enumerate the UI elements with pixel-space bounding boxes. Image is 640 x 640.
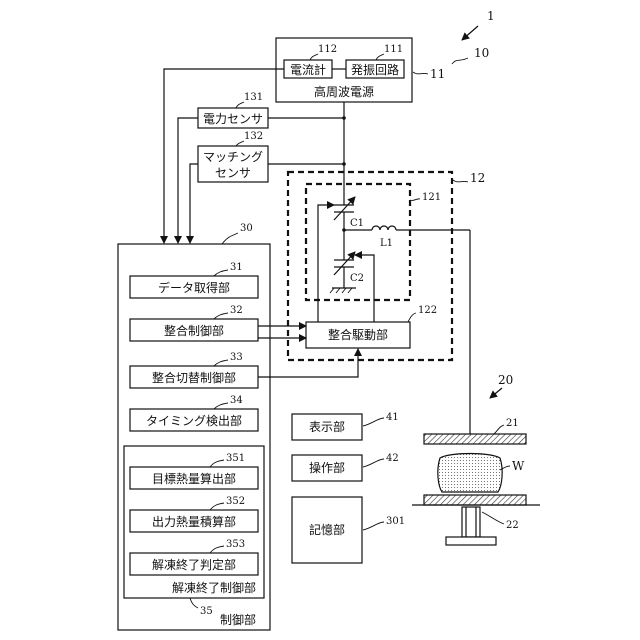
matching-control-label: 整合制御部 [164,323,224,338]
matching-circuit-ref: 121 [422,192,441,203]
data-acquisition-ref: 31 [230,262,243,273]
system-ref-arrow [462,26,478,40]
display-label: 表示部 [309,419,345,434]
target-heat-ref: 351 [226,453,245,464]
matching-control-ref: 32 [230,305,243,316]
timing-detection-label: タイミング検出部 [146,413,242,428]
storage-label: 記憶部 [309,522,345,537]
lower-electrode [424,495,526,505]
thaw-end-judgment-ref: 353 [226,539,245,550]
upper-electrode [424,434,526,444]
lower-electrode-ref: 22 [506,520,519,531]
matching-sensor-leader [236,141,244,146]
system-ref-label: 1 [487,9,495,23]
matching-sensor-label-2: センサ [215,166,251,180]
oscillator-label: 発振回路 [351,62,399,77]
output-heat-label: 出力熱量積算部 [152,514,236,529]
matching-sensor-label-1: マッチング [203,150,263,164]
workpiece [438,454,502,493]
display-ref: 41 [386,412,399,423]
power-supply-leader [413,72,428,74]
controller-ref: 30 [240,223,253,234]
electrode-base-plate [446,537,496,545]
operation-leader [363,459,384,467]
upper-electrode-ref: 21 [506,418,519,429]
operation-ref: 42 [386,453,399,464]
storage-ref: 301 [386,516,405,527]
c2-label: C2 [350,273,364,284]
heating-unit-arrow [490,388,502,398]
c1-drive-line [318,205,334,322]
upper-electrode-leader [494,425,504,434]
ammeter-label: 電流計 [290,62,326,77]
lower-electrode-leader [482,512,504,524]
timing-detection-ref: 34 [230,395,243,406]
matching-switch-ref: 33 [230,352,243,363]
display-leader [363,418,384,426]
junction-dot [342,162,346,166]
ground-hatch [342,288,346,293]
target-heat-label: 目標熱量算出部 [152,471,236,486]
ground-hatch [330,288,334,293]
l1-label: L1 [380,238,393,249]
switch-to-driver-arrow [258,349,358,377]
matching-switch-label: 整合切替制御部 [152,370,236,385]
ref-10-label: 10 [474,46,489,60]
electrode-stand [462,507,480,537]
ammeter-ref: 112 [318,44,337,55]
power-sensor-leader [236,102,244,108]
matching-circuit-leader [410,199,420,201]
c2-drive-line [355,255,374,322]
operation-label: 操作部 [309,460,345,475]
oscillator-ref: 111 [384,44,403,55]
thaw-end-control-label: 解凍終了制御部 [172,580,256,595]
matching-sensor-signal-line [190,164,198,243]
power-supply-ref: 11 [430,67,445,81]
thaw-end-control-ref: 35 [200,606,213,617]
output-heat-ref: 352 [226,496,245,507]
power-sensor-signal-line [178,118,198,243]
ground-hatch [348,288,352,293]
heating-unit-ref-20: 20 [498,373,513,387]
matching-driver-label: 整合駆動部 [328,327,388,342]
storage-leader [363,522,384,530]
matching-driver-ref: 122 [418,305,437,316]
controller-label: 制御部 [220,612,256,627]
ref-10-leader [452,58,468,64]
controller-leader [222,233,238,244]
matching-driver-leader [408,313,416,322]
power-sensor-ref: 131 [244,92,263,103]
thaw-end-judgment-label: 解凍終了判定部 [152,557,236,572]
l1-inductor [372,226,396,230]
power-sensor-label: 電力センサ [203,112,263,126]
data-acquisition-label: データ取得部 [158,280,230,295]
junction-dot [342,116,346,120]
workpiece-label: W [512,459,525,473]
c1-label: C1 [350,218,364,229]
matching-unit-leader [453,180,468,182]
matching-sensor-ref: 132 [244,131,263,142]
matching-unit-ref: 12 [470,171,485,185]
ground-hatch [336,288,340,293]
power-supply-label: 高周波電源 [314,84,374,99]
